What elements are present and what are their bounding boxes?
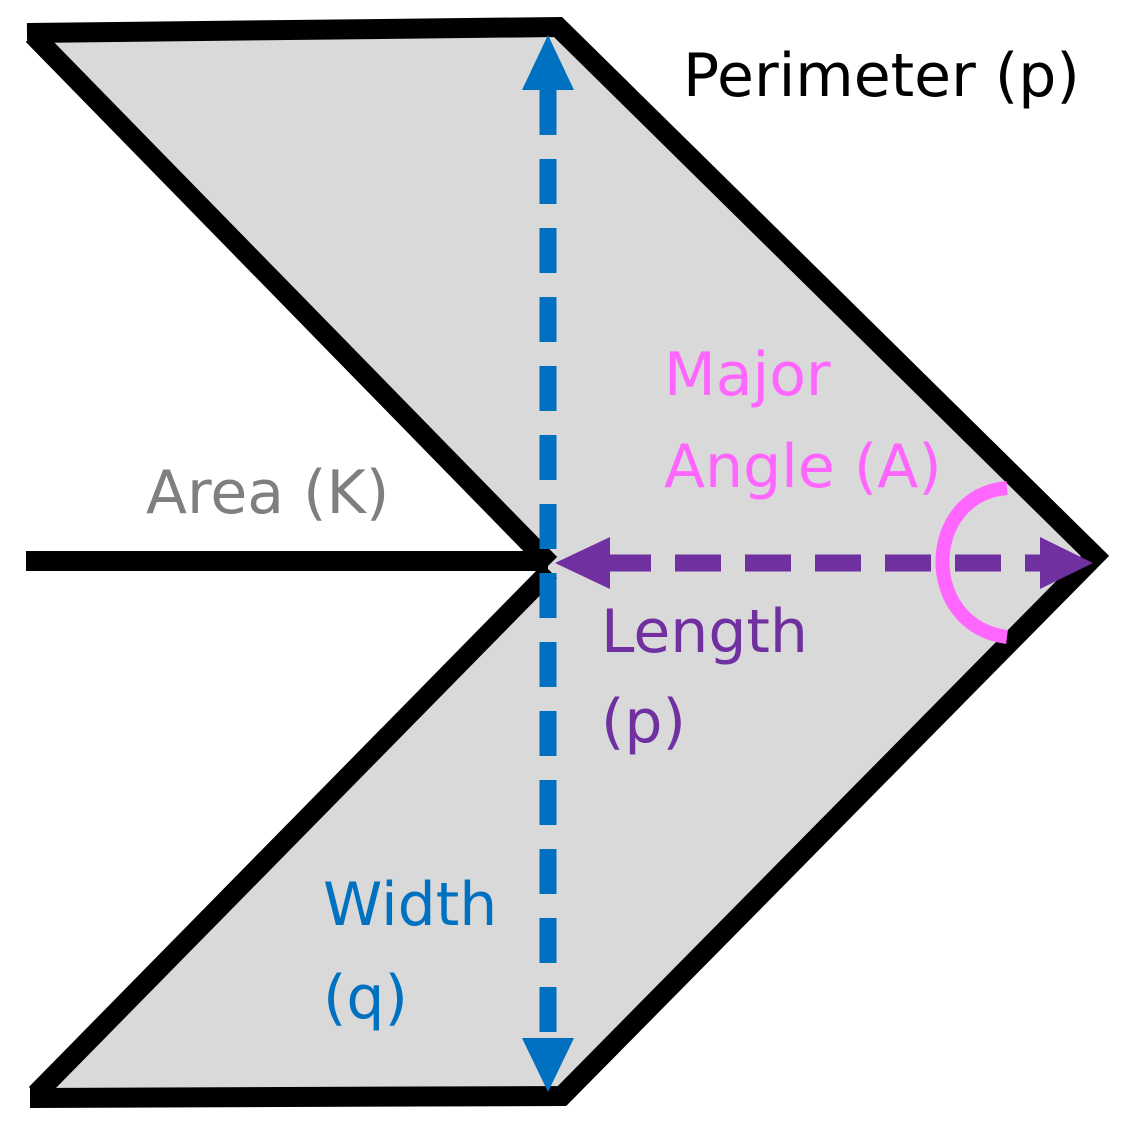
width-label-line2: (q) [323, 963, 408, 1033]
perimeter-label: Perimeter (p) [683, 41, 1080, 111]
length-measure [555, 537, 1093, 589]
major-angle-label-line2: Angle (A) [664, 432, 942, 502]
major-angle-arc [935, 481, 1009, 644]
major-angle-label-line1: Major [664, 340, 831, 410]
area-label: Area (K) [146, 458, 389, 528]
width-measure [522, 35, 574, 1092]
inner-upper-edge [25, 28, 558, 571]
length-label-line2: (p) [601, 687, 686, 757]
chevron-outline [26, 16, 1110, 1108]
inner-lower-edge [28, 563, 558, 1102]
length-arrowhead-left [555, 537, 610, 589]
length-label-line1: Length [601, 597, 808, 667]
length-arrowhead-right [1040, 537, 1093, 589]
width-label-line1: Width [323, 870, 497, 940]
width-arrowhead-bottom [522, 1038, 574, 1092]
width-arrowhead-top [522, 35, 574, 90]
